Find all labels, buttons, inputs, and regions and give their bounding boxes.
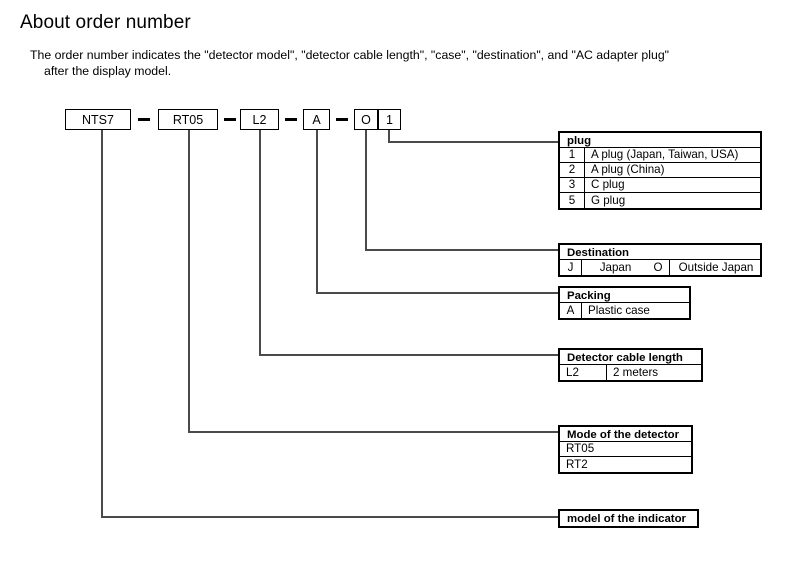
destination-desc-outside: Outside Japan (678, 260, 754, 274)
intro-text: The order number indicates the "detector… (30, 47, 770, 79)
packing-desc-a: Plastic case (588, 303, 650, 317)
leader-indicator-vertical (101, 130, 103, 518)
leader-plug-vertical (388, 130, 390, 143)
plug-code-5: 5 (560, 193, 585, 208)
leader-detector-horizontal (188, 431, 558, 433)
table-indicator-model: model of the indicator (558, 509, 699, 528)
table-cable-length: Detector cable length L2 2 meters (558, 348, 703, 382)
table-packing: Packing A Plastic case (558, 286, 691, 320)
table-detector-mode: Mode of the detector RT05 RT2 (558, 425, 693, 474)
leader-indicator-horizontal (101, 516, 558, 518)
code-separator-2 (224, 118, 236, 121)
table-plug: plug 1 A plug (Japan, Taiwan, USA) 2 A p… (558, 131, 762, 210)
code-segment-destination: O (354, 109, 378, 130)
table-row: 1 A plug (Japan, Taiwan, USA) (560, 148, 760, 163)
leader-detector-vertical (188, 130, 190, 433)
code-separator-1 (138, 118, 150, 121)
table-row: L2 2 meters (560, 365, 701, 380)
destination-code-o: O (647, 260, 670, 275)
plug-desc-5: G plug (591, 193, 626, 207)
code-segment-plug: 1 (378, 109, 401, 130)
packing-code-a: A (560, 303, 582, 318)
table-row: 3 C plug (560, 178, 760, 193)
cable-code-l2: L2 (560, 365, 607, 380)
destination-code-j: J (560, 260, 582, 275)
plug-desc-1: A plug (Japan, Taiwan, USA) (591, 148, 739, 161)
plug-code-1: 1 (560, 148, 585, 162)
table-row: J Japan O Outside Japan (560, 260, 760, 275)
detector-mode-rt05: RT05 (566, 442, 595, 455)
code-segment-detector: RT05 (158, 109, 218, 130)
intro-line-1: The order number indicates the "detector… (30, 48, 670, 62)
intro-line-2: after the display model. (44, 64, 172, 78)
table-detector-mode-header: Mode of the detector (560, 427, 691, 442)
code-separator-3 (285, 118, 297, 121)
leader-destination-horizontal (365, 249, 558, 251)
leader-packing-vertical (316, 130, 318, 294)
code-segment-cable: L2 (240, 109, 279, 130)
table-destination-header: Destination (560, 245, 760, 260)
leader-destination-vertical (365, 130, 367, 251)
code-segment-model: NTS7 (65, 109, 131, 130)
plug-code-3: 3 (560, 178, 585, 192)
table-plug-header: plug (560, 133, 760, 148)
table-packing-header: Packing (560, 288, 689, 303)
plug-desc-2: A plug (China) (591, 163, 665, 176)
cable-desc-l2: 2 meters (613, 365, 659, 379)
leader-cable-vertical (259, 130, 261, 356)
code-segment-packing: A (303, 109, 330, 130)
leader-plug-horizontal (388, 141, 558, 143)
plug-desc-3: C plug (591, 178, 625, 191)
table-destination: Destination J Japan O Outside Japan (558, 243, 762, 277)
table-row: RT2 (560, 457, 691, 472)
detector-mode-rt2: RT2 (566, 457, 588, 471)
table-indicator-model-header: model of the indicator (567, 513, 686, 525)
leader-cable-horizontal (259, 354, 558, 356)
code-separator-4 (336, 118, 348, 121)
page-title: About order number (20, 12, 191, 33)
destination-desc-japan: Japan (599, 260, 632, 274)
table-row: RT05 (560, 442, 691, 457)
table-cable-length-header: Detector cable length (560, 350, 701, 365)
table-row: A Plastic case (560, 303, 689, 318)
table-row: 2 A plug (China) (560, 163, 760, 178)
plug-code-2: 2 (560, 163, 585, 177)
table-row: 5 G plug (560, 193, 760, 208)
leader-packing-horizontal (316, 292, 558, 294)
